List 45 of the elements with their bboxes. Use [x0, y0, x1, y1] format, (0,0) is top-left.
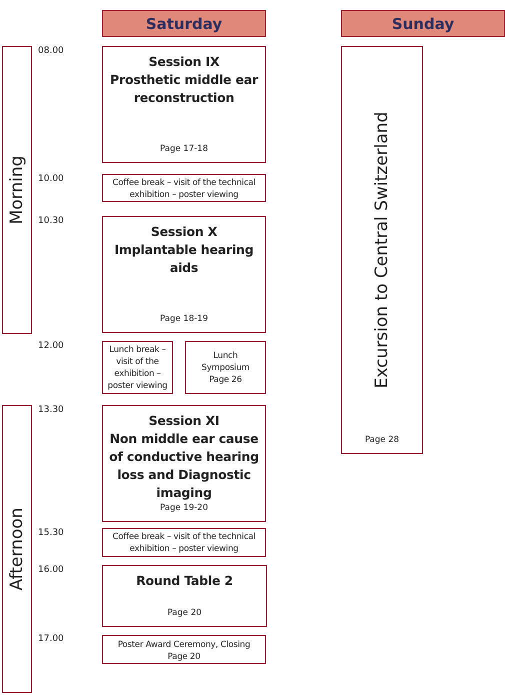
session-title: Non middle ear cause of conductive hearing loss and Diagnostic imaging: [108, 430, 260, 502]
schedule-box: [102, 565, 267, 627]
excursion-box: [341, 46, 423, 454]
schedule-box: [102, 405, 266, 522]
session-title: Implantable hearing aids: [113, 241, 255, 277]
schedule-box: [185, 341, 266, 394]
session-title: Round Table 2: [136, 572, 233, 590]
session-title: Session XI: [148, 412, 220, 430]
period-box: [2, 46, 32, 334]
time-label: 10.00: [38, 174, 64, 184]
schedule-box: [102, 528, 266, 557]
period-box: [2, 405, 32, 693]
day-heading: Sunday: [392, 14, 454, 32]
event-text: Coffee break – visit of the technical exhibition – poster viewing: [112, 177, 256, 201]
schedule-box: [102, 216, 266, 333]
time-label: 15.30: [38, 528, 64, 538]
page-reference: Page 19-20: [160, 503, 208, 513]
schedule-box: [102, 174, 266, 202]
time-label: 10.30: [38, 216, 64, 226]
period-label: Morning: [7, 156, 27, 224]
event-text: Lunch break – visit of the exhibition – poster viewing: [106, 344, 168, 392]
day-heading: Saturday: [146, 14, 222, 32]
time-label: 13.30: [38, 405, 64, 415]
page-reference: Page 17-18: [160, 144, 208, 154]
period-label: Excursion to Central Switzerland: [372, 112, 392, 388]
page-reference: Page 18-19: [160, 314, 208, 324]
schedule-box: [102, 635, 266, 664]
period-label: Afternoon: [7, 508, 27, 590]
event-text: Lunch Symposium: [200, 350, 250, 374]
day-header-bar: [102, 10, 266, 37]
session-title: Session IX: [148, 53, 220, 71]
time-label: 12.00: [38, 341, 64, 351]
time-label: 16.00: [38, 565, 64, 575]
time-label: 17.00: [38, 634, 64, 644]
session-title: Prosthetic middle ear reconstruction: [109, 71, 260, 107]
session-title: Session X: [150, 223, 218, 241]
event-text: Coffee break – visit of the technical exhibition – poster viewing: [112, 531, 256, 555]
page-reference: Page 20: [167, 608, 202, 618]
day-header-bar: [341, 10, 505, 37]
page-reference: Page 28: [364, 435, 400, 445]
event-text: Page 26: [208, 374, 243, 386]
event-text: Page 20: [166, 651, 202, 663]
event-text: Poster Award Ceremony, Closing: [116, 639, 252, 651]
time-label: 08.00: [38, 46, 64, 56]
schedule-box: [102, 46, 266, 163]
